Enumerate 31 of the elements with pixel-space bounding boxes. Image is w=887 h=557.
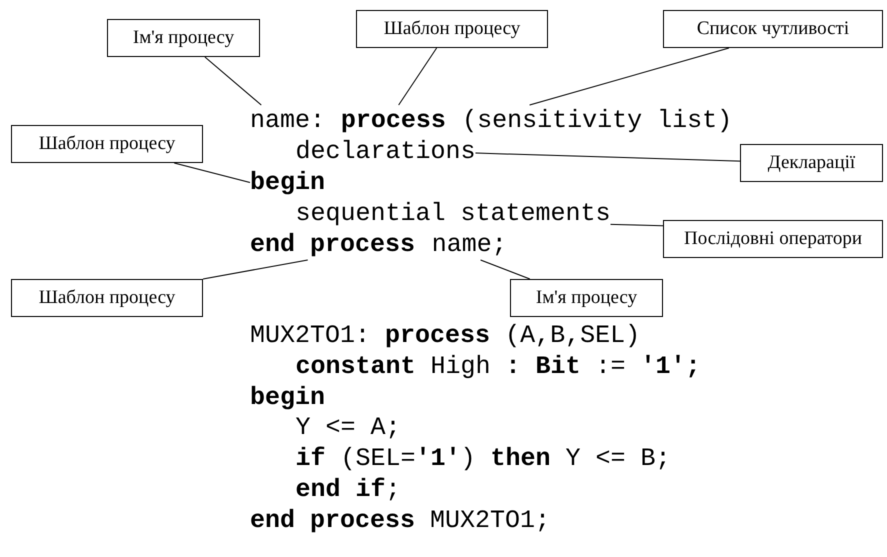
code-text: process bbox=[340, 105, 446, 136]
leader-line bbox=[174, 162, 250, 183]
code-line: constant High : Bit := '1'; bbox=[295, 350, 701, 382]
code-line: end if; bbox=[295, 474, 400, 505]
callout-box: Список чутливості bbox=[663, 10, 883, 48]
code-text: begin bbox=[250, 167, 326, 198]
callout-box: Шаблон процесу bbox=[11, 125, 203, 163]
leader-line bbox=[398, 48, 438, 106]
leader-line bbox=[474, 152, 740, 162]
code-text: declarations bbox=[295, 136, 476, 167]
callout-box: Декларації bbox=[740, 144, 883, 182]
callout-box: Ім'я процесу bbox=[510, 279, 663, 317]
callout-box: Послідовні оператори bbox=[663, 220, 883, 258]
callout-box: Ім'я процесу bbox=[107, 19, 260, 57]
code-text: (sensitivity list) bbox=[462, 105, 732, 136]
code-line: end process MUX2TO1; bbox=[250, 504, 550, 536]
code-text: sequential statements bbox=[295, 198, 610, 229]
code-text: end process bbox=[250, 229, 416, 260]
code-line: begin bbox=[250, 382, 326, 413]
callout-box: Шаблон процесу bbox=[356, 10, 548, 48]
code-line: Y <= A; bbox=[295, 412, 400, 444]
leader-line bbox=[610, 224, 664, 226]
callout-box: Шаблон процесу bbox=[11, 279, 203, 317]
leader-line bbox=[529, 48, 730, 106]
code-line: if (SEL='1') then Y <= B; bbox=[295, 443, 671, 474]
leader-line bbox=[204, 56, 262, 106]
leader-line bbox=[202, 260, 308, 280]
code-text: name; bbox=[432, 229, 507, 260]
code-line: MUX2TO1: process (A,B,SEL) bbox=[250, 320, 640, 351]
leader-line bbox=[480, 260, 530, 280]
code-text: name: bbox=[250, 105, 326, 136]
